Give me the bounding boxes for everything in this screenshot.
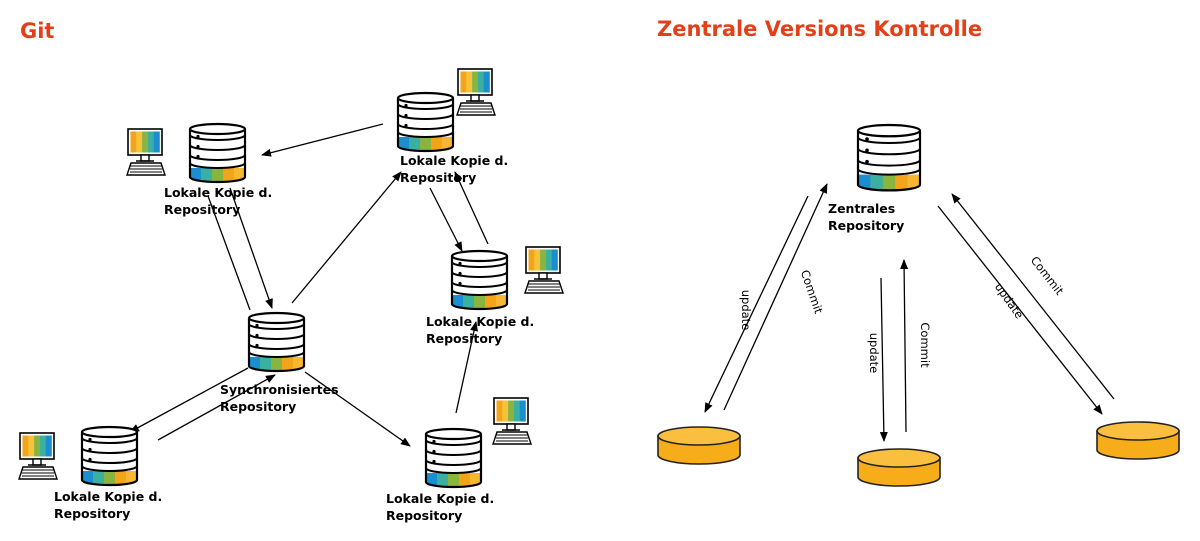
arrow-bottomleft-to-sync [157, 374, 276, 441]
central-arrows [704, 183, 1115, 442]
svg-text:Repository: Repository [54, 506, 130, 521]
edge-label-commit-right: Commit [1028, 253, 1067, 298]
git-db-right [450, 249, 509, 311]
arrow-sync-to-bottomleft [129, 367, 249, 433]
label-local-copy-bottommid: Lokale Kopie d. Repository [386, 491, 494, 523]
arrow-bottommid-to-right [455, 321, 478, 414]
arrow-topleft-to-sync [229, 187, 273, 309]
svg-text:Lokale Kopie d.: Lokale Kopie d. [400, 153, 508, 168]
arrow-top-to-topleft [261, 123, 384, 157]
arrow-commit-right [951, 193, 1115, 400]
computer-icon-right [524, 246, 564, 294]
svg-text:Lokale Kopie d.: Lokale Kopie d. [54, 489, 162, 504]
client-disk-left [657, 426, 741, 465]
computer-icon-top [456, 68, 496, 116]
label-sync-repository: Synchronisiertes Repository [220, 382, 339, 414]
central-db [856, 123, 922, 192]
arrow-update-left [704, 195, 809, 413]
edge-label-update-left: update [739, 290, 753, 331]
arrow-sync-to-bottommid [304, 371, 411, 447]
git-db-sync [247, 311, 306, 373]
computer-icon-topleft [126, 128, 166, 176]
edge-label-update-right: update [992, 280, 1027, 321]
computer-icon-bottomleft [18, 432, 58, 480]
svg-text:Lokale Kopie d.: Lokale Kopie d. [164, 185, 272, 200]
svg-text:Lokale Kopie d.: Lokale Kopie d. [386, 491, 494, 506]
client-disk-right [1096, 421, 1180, 460]
git-db-topleft [188, 122, 247, 184]
svg-text:Zentrales: Zentrales [828, 201, 895, 216]
edge-label-update-middle: update [867, 333, 881, 374]
arrow-commit-left [723, 183, 828, 411]
svg-text:Repository: Repository [386, 508, 462, 523]
svg-text:Repository: Repository [400, 170, 476, 185]
computer-icon-bottommid [492, 397, 532, 445]
arrow-right-to-top [454, 171, 489, 245]
central-vcs-title: Zentrale Versions Kontrolle [657, 17, 983, 41]
svg-text:Repository: Repository [828, 218, 904, 233]
svg-text:Repository: Repository [426, 331, 502, 346]
arrow-top-to-right [429, 187, 463, 252]
edge-label-commit-left: Commit [798, 268, 826, 316]
git-arrows [129, 123, 489, 447]
edge-label-commit-middle: Commit [918, 322, 932, 368]
git-db-top [396, 91, 455, 153]
git-db-bottommid [424, 427, 483, 489]
label-local-copy-right: Lokale Kopie d. Repository [426, 314, 534, 346]
svg-text:Synchronisiertes: Synchronisiertes [220, 382, 339, 397]
git-db-bottomleft [80, 425, 139, 487]
svg-text:Repository: Repository [164, 202, 240, 217]
svg-text:Repository: Repository [220, 399, 296, 414]
label-central-repository: Zentrales Repository [828, 201, 904, 233]
arrow-update-right [937, 205, 1103, 415]
arrow-commit-middle [900, 259, 909, 433]
arrow-update-middle [879, 277, 888, 442]
git-title: Git [20, 19, 55, 43]
client-disk-middle [857, 448, 941, 487]
label-local-copy-topleft: Lokale Kopie d. Repository [164, 185, 272, 217]
label-local-copy-top: Lokale Kopie d. Repository [400, 153, 508, 185]
arrow-sync-to-topleft [207, 195, 251, 311]
svg-text:Lokale Kopie d.: Lokale Kopie d. [426, 314, 534, 329]
arrow-sync-to-top [291, 171, 402, 304]
label-local-copy-bottomleft: Lokale Kopie d. Repository [54, 489, 162, 521]
